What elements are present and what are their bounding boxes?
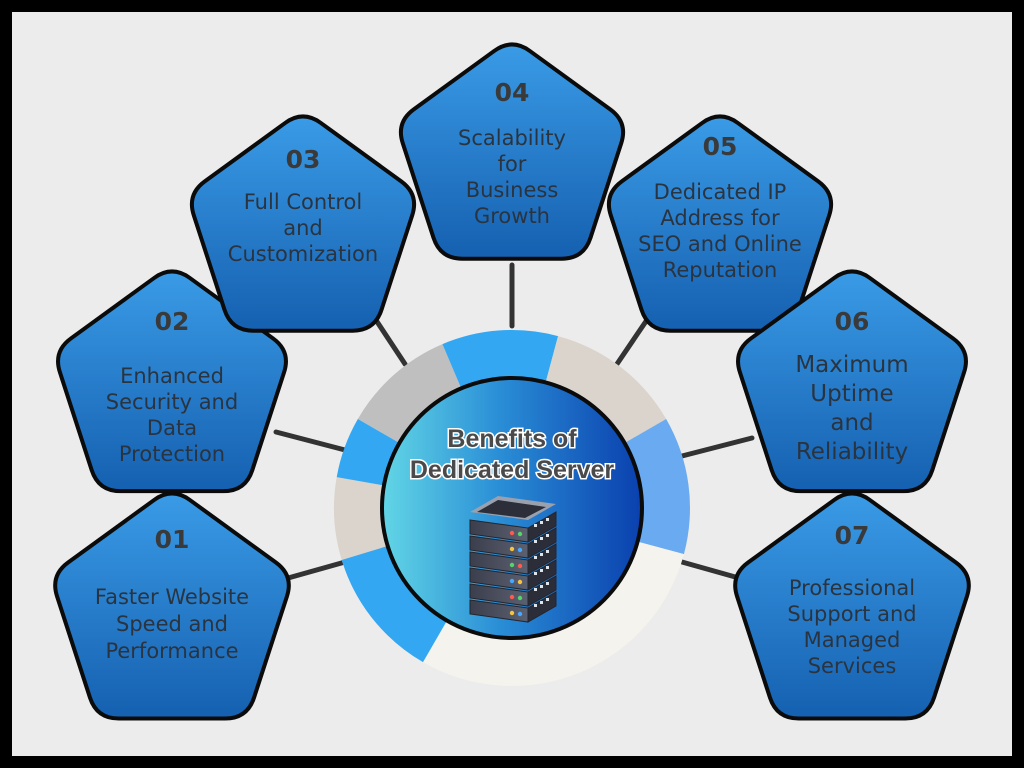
benefit-label-line: Performance	[105, 639, 238, 663]
benefit-number: 05	[703, 132, 738, 161]
pentagon-shape	[733, 491, 971, 721]
connector-line-02	[273, 429, 348, 453]
server-port	[546, 598, 549, 601]
benefit-label-line: and	[830, 410, 873, 436]
server-port	[540, 521, 543, 524]
benefit-label-line: Address for	[660, 206, 780, 230]
benefit-label-line: Maximum	[795, 352, 908, 378]
server-port	[534, 572, 537, 575]
benefit-label-line: Managed	[804, 628, 901, 652]
benefit-label-line: Protection	[119, 442, 225, 466]
server-port	[546, 518, 549, 521]
benefit-label-line: Security and	[106, 390, 238, 414]
server-led	[517, 595, 523, 601]
server-port	[534, 524, 537, 527]
server-port	[540, 537, 543, 540]
benefit-label-line: Growth	[474, 204, 550, 228]
server-led	[517, 611, 523, 617]
server-port	[534, 556, 537, 559]
server-port	[546, 566, 549, 569]
benefit-label-line: SEO and Online	[638, 232, 802, 256]
benefit-label-line: Dedicated IP	[654, 180, 787, 204]
benefit-number: 06	[835, 307, 870, 336]
server-led	[517, 547, 523, 553]
connector-line-06	[679, 435, 755, 459]
server-led	[509, 578, 515, 584]
benefit-number: 04	[495, 78, 530, 107]
connector-line-01	[278, 559, 348, 583]
benefit-number: 07	[835, 521, 870, 550]
pentagon-shape	[56, 269, 288, 494]
benefit-label-line: Uptime	[810, 381, 893, 407]
server-port	[546, 534, 549, 537]
benefit-number: 03	[286, 145, 321, 174]
ring-segment-blue	[336, 419, 402, 486]
server-port	[540, 553, 543, 556]
server-led	[517, 563, 523, 569]
benefit-number: 02	[155, 307, 190, 336]
server-led	[509, 562, 515, 568]
pentagon-shape	[736, 269, 968, 494]
ring-segment-blue	[442, 329, 559, 391]
server-led	[517, 531, 523, 537]
server-led	[517, 579, 523, 585]
benefit-label-line: Faster Website	[95, 585, 249, 609]
benefit-label-line: Full Control	[244, 190, 363, 214]
hub-ring	[334, 329, 690, 686]
server-led	[509, 546, 515, 552]
pentagon-shape	[398, 42, 626, 261]
server-port	[534, 588, 537, 591]
benefit-label-line: Speed and	[116, 612, 228, 636]
ring-segment-beige	[334, 477, 392, 569]
server-port	[540, 585, 543, 588]
server-led	[509, 594, 515, 600]
benefit-label-line: Customization	[228, 242, 378, 266]
pentagon-shape	[53, 491, 291, 721]
server-led	[509, 530, 515, 536]
benefit-number: 01	[155, 525, 190, 554]
server-port	[540, 569, 543, 572]
server-led	[509, 610, 515, 616]
hub-title-line1: Benefits of	[447, 425, 577, 453]
ring-segment-light	[423, 541, 684, 686]
benefit-label-line: Reputation	[663, 258, 778, 282]
benefit-label-line: and	[283, 216, 323, 240]
benefit-label-line: Support and	[787, 602, 916, 626]
benefit-label-line: Scalability	[458, 126, 566, 150]
ring-segment-beige	[545, 336, 667, 444]
benefit-label-line: Services	[808, 654, 897, 678]
benefit-label-line: Enhanced	[120, 364, 224, 388]
benefit-label-line: Business	[466, 178, 559, 202]
server-port	[534, 540, 537, 543]
benefit-label-line: Professional	[789, 576, 915, 600]
server-port	[546, 582, 549, 585]
server-port	[534, 604, 537, 607]
hub: Benefits of Dedicated Server	[380, 376, 644, 640]
server-port	[546, 550, 549, 553]
benefit-label-line: Reliability	[796, 439, 908, 465]
hub-title-line2: Dedicated Server	[410, 456, 615, 484]
benefit-label-line: for	[498, 152, 527, 176]
server-rack-icon	[469, 496, 557, 623]
benefit-label-line: Data	[147, 416, 197, 440]
server-port	[540, 601, 543, 604]
pentagon-shape	[189, 114, 417, 333]
ring-segment-gray	[357, 344, 462, 444]
